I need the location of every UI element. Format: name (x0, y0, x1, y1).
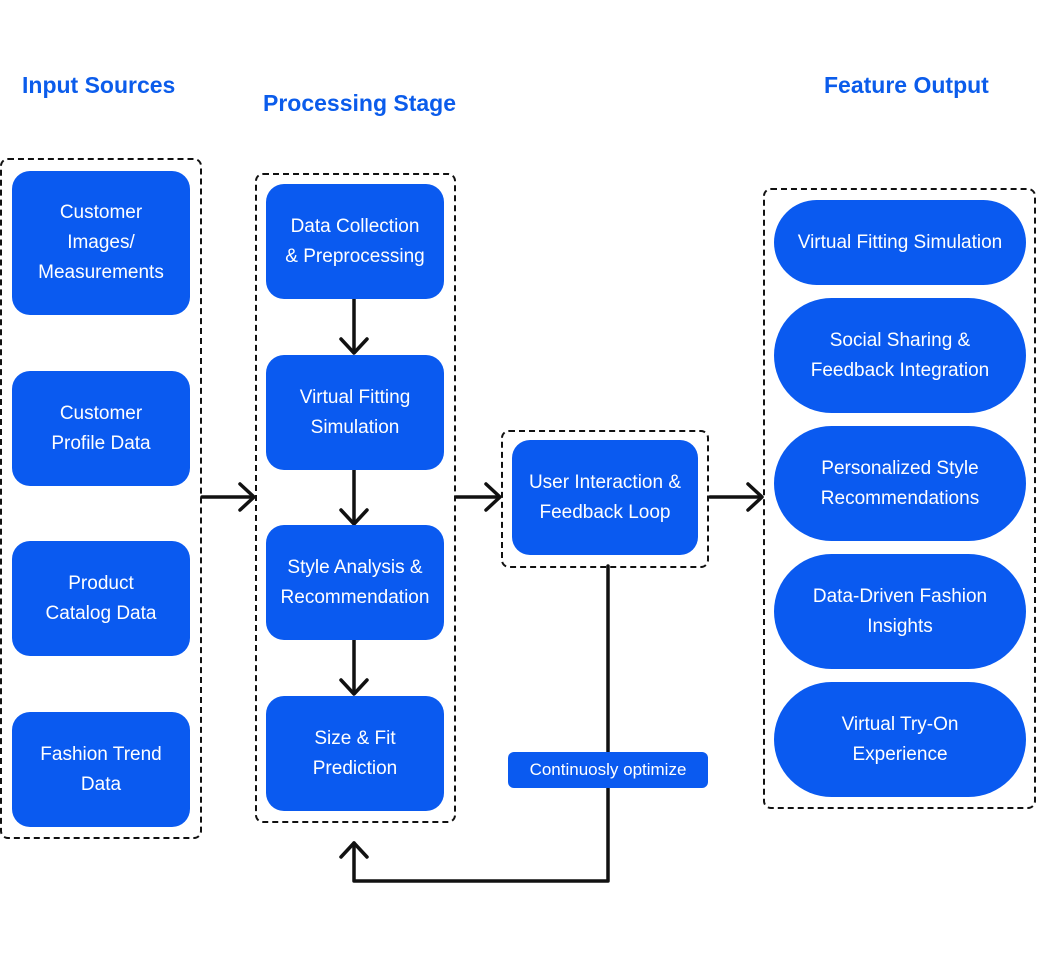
arrow-collection-to-fitting (339, 297, 369, 355)
input-sources-group (0, 158, 202, 839)
continuously-optimize-label: Continuosly optimize (508, 752, 708, 788)
input-sources-heading: Input Sources (22, 72, 176, 98)
process-style-analysis: Style Analysis & Recommendation (266, 525, 444, 640)
arrow-fitting-to-style (339, 468, 369, 526)
input-fashion-trend: Fashion Trend Data (12, 712, 190, 827)
output-virtual-fitting: Virtual Fitting Simulation (774, 200, 1026, 285)
input-customer-profile: Customer Profile Data (12, 371, 190, 486)
arrow-style-to-size (339, 638, 369, 696)
feature-output-group (763, 188, 1036, 809)
arrow-input-to-processing (200, 482, 256, 512)
feature-output-heading: Feature Output (824, 72, 989, 98)
interaction-group (501, 430, 709, 568)
user-interaction-feedback-loop: User Interaction & Feedback Loop (512, 440, 698, 555)
output-virtual-try-on: Virtual Try-On Experience (774, 682, 1026, 797)
output-social-sharing: Social Sharing & Feedback Integration (774, 298, 1026, 413)
processing-stage-heading: Processing Stage (263, 90, 457, 116)
output-personalized-style: Personalized Style Recommendations (774, 426, 1026, 541)
process-virtual-fitting: Virtual Fitting Simulation (266, 355, 444, 470)
process-data-collection: Data Collection & Preprocessing (266, 184, 444, 299)
input-customer-images: Customer Images/ Measurements (12, 171, 190, 315)
feedback-loop-arrow (339, 564, 610, 883)
process-size-fit: Size & Fit Prediction (266, 696, 444, 811)
arrow-interaction-to-output (708, 482, 764, 512)
arrow-processing-to-interaction (454, 482, 502, 512)
output-data-driven-insights: Data-Driven Fashion Insights (774, 554, 1026, 669)
input-product-catalog: Product Catalog Data (12, 541, 190, 656)
